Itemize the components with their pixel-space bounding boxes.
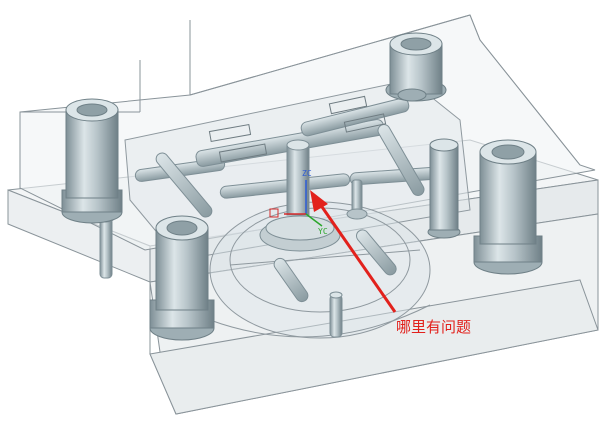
slider-details[interactable]: [208, 95, 387, 163]
annotation-arrow-icon: [310, 190, 397, 313]
y-axis-label: YC: [318, 227, 328, 236]
wcs-triad-icon: [269, 180, 323, 227]
guide-pillar-back-left[interactable]: [61, 98, 123, 224]
guide-pillar-front-right[interactable]: [473, 139, 543, 275]
z-axis-label: ZC: [302, 169, 312, 178]
sprue-bushing[interactable]: [259, 139, 341, 252]
annotation-label: 哪里有问题: [396, 318, 472, 336]
guide-pillar-front-left[interactable]: [149, 215, 215, 341]
guide-pillar-mid-right[interactable]: [397, 88, 461, 239]
